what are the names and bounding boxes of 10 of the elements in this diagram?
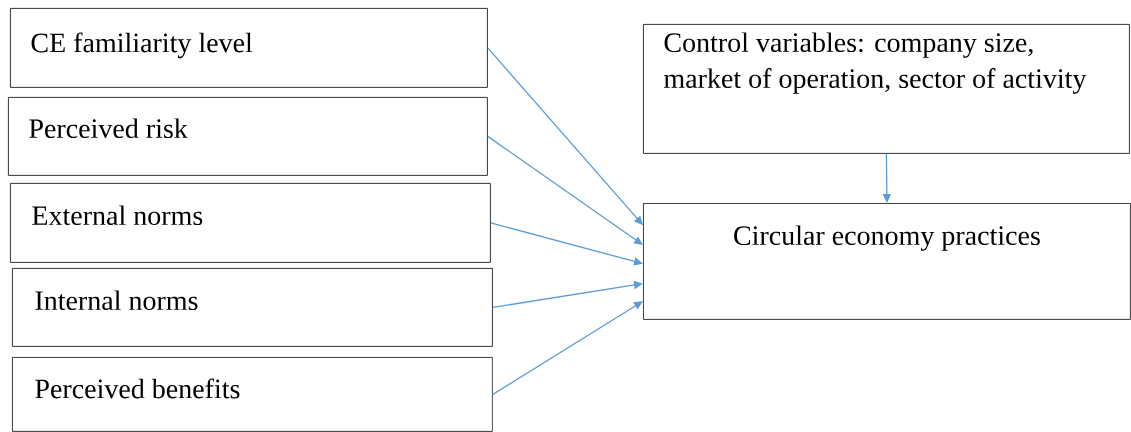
arrow xyxy=(492,280,643,309)
outcome-box: Circular economy practices xyxy=(643,203,1131,320)
factor-box: Internal norms xyxy=(12,268,493,347)
factor-box: External norms xyxy=(10,183,491,263)
note-box: Control variables: company size, market of operation, sector of activity xyxy=(643,24,1130,154)
factor-box: CE familiarity level xyxy=(10,8,488,88)
factor-box: Perceived benefits xyxy=(12,357,493,432)
factor-box: Perceived risk xyxy=(8,97,488,176)
arrow xyxy=(490,222,643,266)
arrow xyxy=(492,301,643,396)
